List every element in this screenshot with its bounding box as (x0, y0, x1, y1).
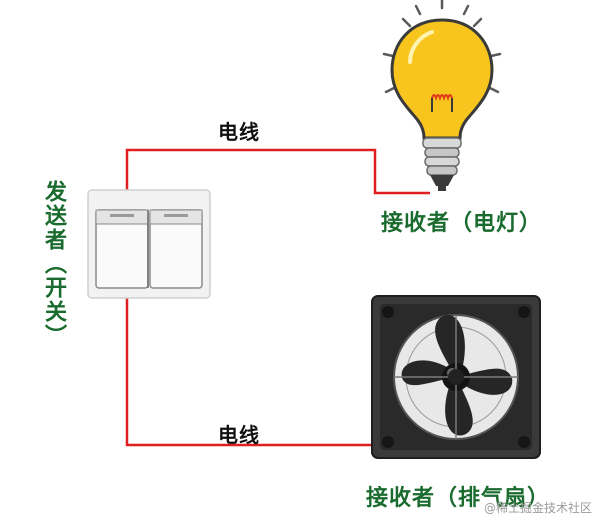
top-wire (125, 148, 430, 215)
watermark: @稀土掘金技术社区 (483, 501, 592, 515)
switch-icon (87, 189, 211, 299)
wires (125, 148, 430, 447)
sender-label: 发送者（开关） (41, 180, 66, 348)
lamp-receiver-label: 接收者（电灯） (381, 211, 543, 236)
exhaust-fan-icon (371, 295, 541, 459)
bottom-wire-label: 电线 (218, 423, 260, 447)
fan-receiver-label: 接收者（排气扇） (366, 486, 551, 511)
bottom-wire (125, 292, 380, 447)
light-bulb-icon (382, 0, 502, 191)
top-wire-label: 电线 (218, 120, 260, 144)
